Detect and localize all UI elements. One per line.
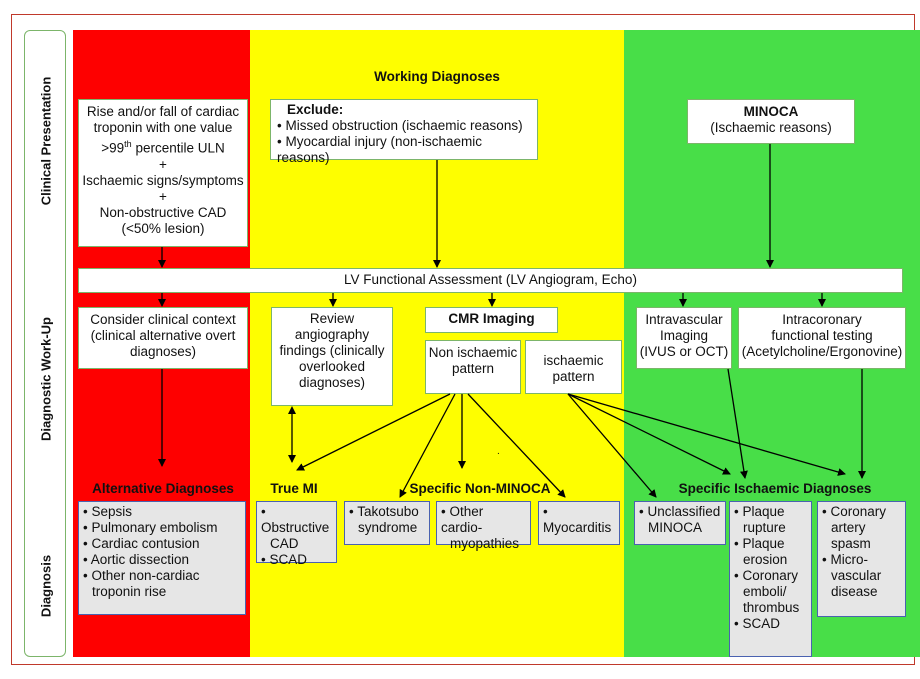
presentation-line: Ischaemic signs/symptoms bbox=[82, 172, 244, 188]
presentation-plus: + bbox=[159, 188, 167, 204]
box-line: (clinical alternative overt bbox=[90, 328, 236, 343]
box-line: diagnoses) bbox=[298, 375, 366, 390]
arrow-nonisch-to-takotsubo bbox=[399, 393, 456, 498]
box-line: overlooked bbox=[298, 359, 366, 374]
list-item-cont: MINOCA bbox=[648, 520, 702, 535]
list-item: Pulmonary embolism bbox=[83, 520, 241, 536]
list-item: SCAD bbox=[734, 616, 807, 632]
arrow-isch-to-unclassified bbox=[567, 393, 657, 498]
box-line: diagnoses) bbox=[129, 344, 197, 359]
review-angiography-box: Review angiography findings (clinically … bbox=[271, 307, 393, 406]
takotsubo-box: Takotsubo syndrome bbox=[344, 501, 430, 545]
exclude-title: Exclude: bbox=[287, 102, 344, 117]
row-label-sidebar: Clinical Presentation Diagnostic Work-Up… bbox=[24, 30, 66, 657]
box-line: (Acetylcholine/Ergonovine) bbox=[741, 344, 903, 359]
minoca-title: MINOCA bbox=[743, 104, 799, 119]
unclassified-minoca-box: Unclassified MINOCA bbox=[634, 501, 726, 545]
ischaemic-pattern-box: ischaemic pattern bbox=[525, 340, 622, 394]
presentation-box: Rise and/or fall of cardiac troponin wit… bbox=[78, 99, 248, 247]
specific-ischaemic-title: Specific Ischaemic Diagnoses bbox=[678, 481, 872, 496]
exclude-item: Missed obstruction (ischaemic reasons) bbox=[277, 118, 531, 134]
presentation-line: Non-obstructive CAD bbox=[99, 204, 227, 220]
list-item: Micro- bbox=[822, 552, 901, 568]
true-mi-title: True MI bbox=[270, 481, 318, 496]
box-line: Non ischaemic bbox=[428, 345, 518, 360]
list-item: Unclassified bbox=[639, 504, 721, 520]
presentation-line: troponin with one value bbox=[93, 120, 233, 135]
box-line: findings (clinically bbox=[279, 343, 385, 358]
presentation-line: Rise and/or fall of cardiac bbox=[86, 104, 240, 119]
non-ischaemic-pattern-box: Non ischaemic pattern bbox=[425, 340, 521, 394]
list-item: Takotsubo bbox=[349, 504, 425, 520]
exclude-item: Myocardial injury (non-ischaemic reasons… bbox=[277, 134, 531, 166]
intravascular-imaging-box: Intravascular Imaging (IVUS or OCT) bbox=[636, 307, 732, 369]
arrow-isch-to-ischaemic-1 bbox=[567, 393, 731, 475]
list-item: Plaque bbox=[734, 504, 807, 520]
box-line: (IVUS or OCT) bbox=[639, 344, 729, 359]
cmr-imaging-box: CMR Imaging bbox=[425, 307, 558, 333]
myocarditis-box: Myocarditis bbox=[538, 501, 620, 545]
plaque-box: Plaque rupture Plaque erosion Coronary e… bbox=[729, 501, 812, 657]
box-line: ischaemic bbox=[543, 353, 604, 368]
list-item: Coronary bbox=[822, 504, 901, 520]
presentation-plus: + bbox=[159, 156, 167, 172]
arrow-nonisch-to-truemi bbox=[296, 393, 451, 471]
list-item-cont: myopathies bbox=[450, 536, 520, 551]
box-line: pattern bbox=[451, 361, 495, 376]
list-item-cont: spasm bbox=[831, 536, 871, 551]
intracoronary-testing-box: Intracoronary functional testing (Acetyl… bbox=[738, 307, 906, 369]
list-item: SCAD bbox=[261, 552, 332, 568]
stray-dot: . bbox=[497, 446, 500, 457]
list-item-cont: thrombus bbox=[743, 600, 800, 615]
exclude-box: Exclude: Missed obstruction (ischaemic r… bbox=[270, 99, 538, 165]
cardiomyopathies-box: Other cardio- myopathies bbox=[436, 501, 531, 551]
list-item: Myocarditis bbox=[543, 504, 615, 536]
list-item: Other non-cardiac bbox=[83, 568, 241, 584]
alternative-diagnoses-title: Alternative Diagnoses bbox=[92, 481, 234, 496]
arrow-isch-to-ischaemic-2 bbox=[567, 393, 846, 476]
clinical-context-box: Consider clinical context (clinical alte… bbox=[78, 307, 248, 369]
list-item: Sepsis bbox=[83, 504, 241, 520]
list-item: Plaque bbox=[734, 536, 807, 552]
minoca-box: MINOCA (Ischaemic reasons) bbox=[687, 99, 855, 144]
list-item-cont: troponin rise bbox=[92, 584, 167, 599]
list-item-cont: syndrome bbox=[358, 520, 418, 535]
presentation-line: >99th percentile ULN bbox=[101, 139, 225, 156]
specific-non-minoca-title: Specific Non-MINOCA bbox=[409, 481, 551, 496]
working-diagnoses-title: Working Diagnoses bbox=[374, 69, 500, 84]
list-item-cont: erosion bbox=[743, 552, 788, 567]
true-mi-box: Obstructive CAD SCAD bbox=[256, 501, 337, 567]
list-item: Cardiac contusion bbox=[83, 536, 241, 552]
list-item: Aortic dissection bbox=[83, 552, 241, 568]
arrow-nonisch-to-myocarditis bbox=[467, 393, 566, 498]
spasm-box: Coronary artery spasm Micro- vascular di… bbox=[817, 501, 906, 617]
list-item: Coronary bbox=[734, 568, 807, 584]
box-line: Imaging bbox=[659, 328, 709, 343]
alternative-diagnoses-box: Sepsis Pulmonary embolism Cardiac contus… bbox=[78, 501, 246, 615]
arrow-intravascular-to-plaque bbox=[727, 368, 748, 479]
list-item: Other cardio- bbox=[441, 504, 526, 536]
lv-functional-assessment-bar: LV Functional Assessment (LV Angiogram, … bbox=[78, 268, 903, 293]
presentation-line: (<50% lesion) bbox=[121, 220, 205, 236]
list-item-cont: rupture bbox=[743, 520, 786, 535]
list-item-cont: CAD bbox=[270, 536, 299, 551]
minoca-subtitle: (Ischaemic reasons) bbox=[710, 120, 832, 135]
box-line: Intravascular bbox=[645, 312, 723, 327]
box-line: pattern bbox=[552, 369, 595, 384]
box-line: Review bbox=[309, 311, 355, 326]
box-line: functional testing bbox=[771, 328, 873, 343]
box-line: angiography bbox=[294, 327, 370, 342]
list-item: Obstructive bbox=[261, 504, 332, 536]
box-line: Intracoronary bbox=[782, 312, 862, 327]
list-item-cont: emboli/ bbox=[743, 584, 787, 599]
list-item-cont: artery bbox=[831, 520, 866, 535]
box-line: Consider clinical context bbox=[90, 312, 236, 327]
list-item-cont: vascular bbox=[831, 568, 882, 583]
list-item-cont: disease bbox=[831, 584, 878, 599]
